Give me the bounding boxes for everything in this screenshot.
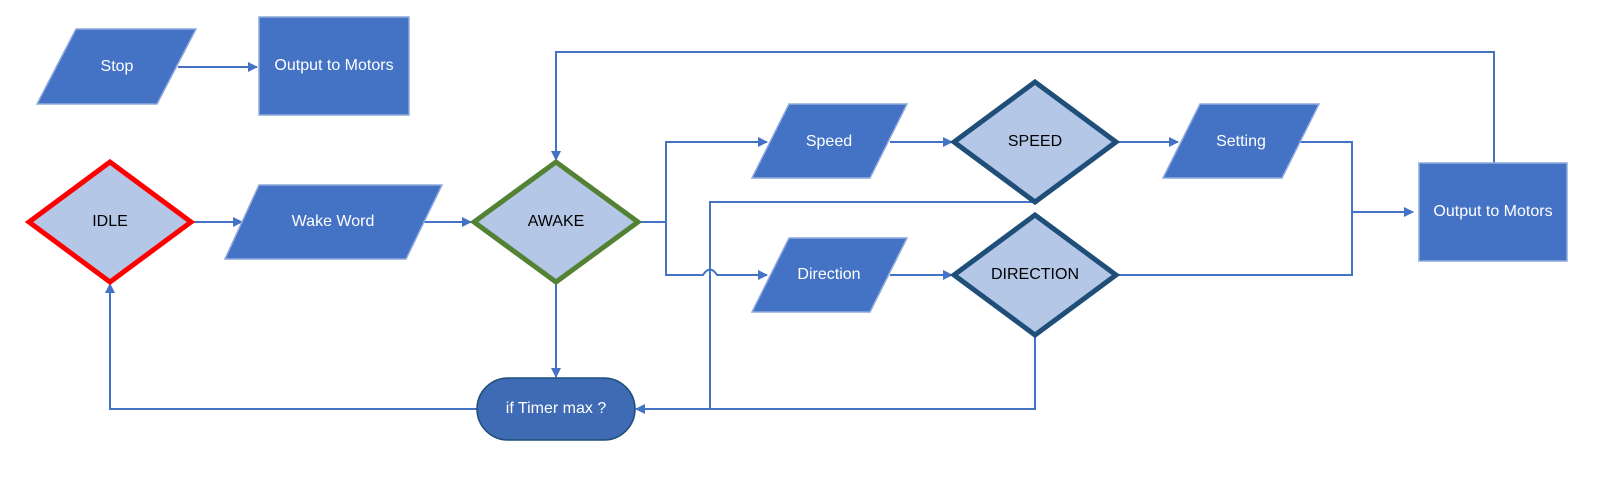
direction-input-label: Direction: [797, 266, 860, 283]
speed-decision: SPEED: [949, 78, 1121, 206]
edge-output-to-awake: [551, 51, 1495, 163]
wake-word-label: Wake Word: [292, 213, 375, 230]
direction-input-node: Direction: [750, 237, 909, 313]
setting-label: Setting: [1216, 133, 1266, 150]
output-to-motors-right-node: Output to Motors: [1418, 162, 1568, 262]
output-to-motors-top-label: Output to Motors: [274, 57, 393, 74]
setting-node: Setting: [1161, 103, 1321, 179]
connectors: [105, 51, 1495, 414]
direction-decision: DIRECTION: [949, 211, 1121, 339]
edge-timer-to-idle: [105, 283, 477, 410]
edge-awake-to-speed: [637, 137, 768, 223]
stop-node: Stop: [35, 28, 198, 105]
edge-direction-decision-to-output: [1116, 212, 1353, 276]
stop-label: Stop: [101, 58, 134, 75]
speed-input-node: Speed: [750, 103, 909, 179]
timer-terminator: if Timer max ?: [476, 377, 636, 441]
edge-awake-to-direction: [665, 222, 768, 280]
edge-setting-to-output: [1299, 141, 1414, 217]
direction-decision-label: DIRECTION: [991, 266, 1079, 283]
output-to-motors-top-node: Output to Motors: [258, 16, 410, 116]
timer-label: if Timer max ?: [506, 400, 607, 417]
wake-word-node: Wake Word: [223, 184, 444, 260]
output-to-motors-right-label: Output to Motors: [1433, 203, 1552, 220]
idle-label: IDLE: [92, 213, 128, 230]
awake-label: AWAKE: [528, 213, 585, 230]
speed-decision-label: SPEED: [1008, 133, 1062, 150]
speed-input-label: Speed: [806, 133, 852, 150]
awake-decision: AWAKE: [469, 158, 643, 286]
idle-decision: IDLE: [24, 158, 196, 286]
edge-speed-decision-to-timer: [709, 201, 1035, 409]
edge-direction-decision-to-timer: [635, 335, 1036, 414]
